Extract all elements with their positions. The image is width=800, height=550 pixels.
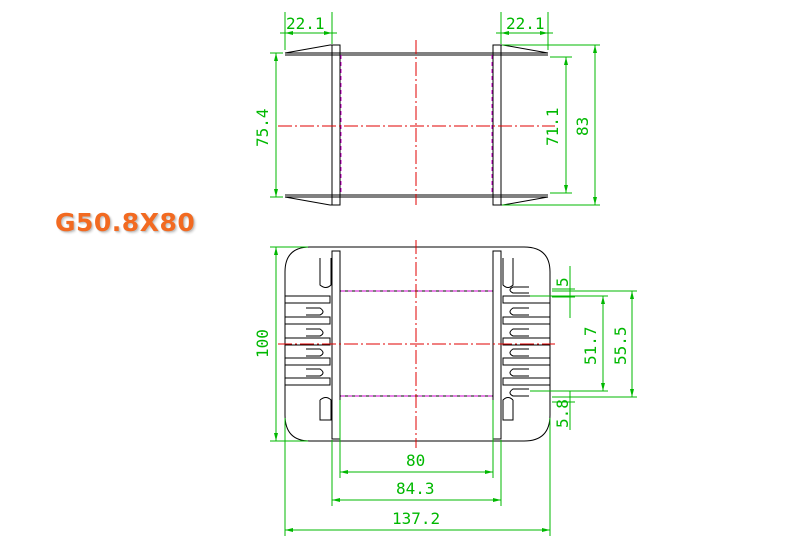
dim-core-width: 80 (406, 451, 425, 470)
front-right-flange-plate (492, 250, 502, 440)
front-body-outline (284, 246, 551, 442)
dim-top-total-height: 83 (573, 117, 592, 136)
dim-slot-width: 5 (553, 277, 572, 287)
front-right-pin-slots (502, 258, 550, 421)
dimension-arrowheads (274, 31, 634, 532)
top-view-hidden-lines (340, 55, 493, 195)
part-title: G50.8X80 (55, 208, 196, 237)
dim-pin-span-outer: 55.5 (611, 326, 630, 365)
top-right-flange-plate (492, 44, 502, 206)
front-left-pin-slots (285, 258, 332, 421)
dim-right-flange-width: 22.1 (506, 14, 545, 33)
dim-left-flange-width: 22.1 (286, 14, 325, 33)
dim-total-width: 137.2 (392, 509, 440, 528)
dim-bottom-gap: 5.8 (553, 399, 572, 428)
dim-pin-span-inner: 51.7 (581, 326, 600, 365)
top-left-flange-plate (331, 44, 341, 206)
dim-flange-width: 84.3 (396, 479, 435, 498)
front-view-centerlines (278, 240, 555, 448)
dim-top-outer-height: 75.4 (253, 108, 272, 147)
front-left-flange-plate (331, 250, 341, 440)
dim-top-inner-height: 71.1 (543, 107, 562, 146)
dim-front-height: 100 (253, 329, 272, 358)
front-view-dimensions (270, 246, 637, 536)
top-view-centerlines (278, 40, 555, 205)
